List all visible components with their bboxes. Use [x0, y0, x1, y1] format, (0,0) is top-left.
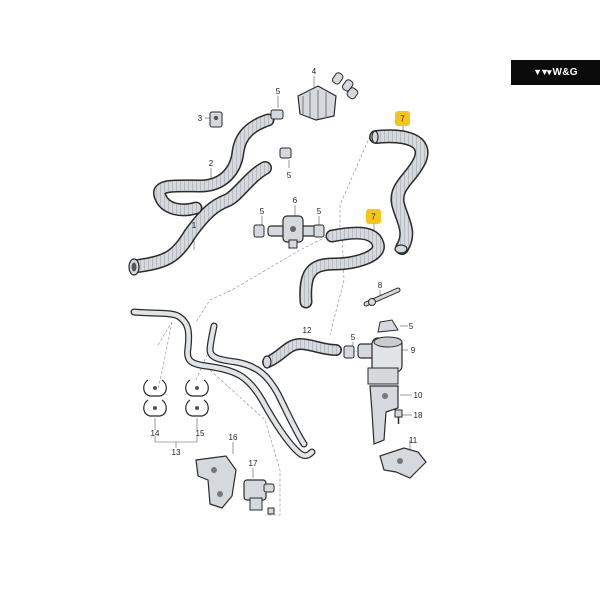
sensor-8 — [363, 287, 401, 307]
bracket-16 — [195, 455, 237, 509]
clamp-5-top — [270, 109, 284, 120]
cap-5-right — [377, 319, 399, 333]
bracket-11 — [379, 447, 427, 479]
callout-7-lower: 7 — [371, 213, 376, 222]
bracket-10 — [369, 385, 399, 445]
highlight-7-lower — [366, 209, 381, 224]
callout-14: 14 — [151, 429, 160, 438]
hose-2 — [153, 113, 275, 217]
reference-lines — [157, 135, 389, 516]
callout-9: 9 — [411, 346, 416, 355]
callout-5-mid: 5 — [287, 171, 292, 180]
pump-9 — [343, 336, 403, 385]
callout-17: 17 — [249, 459, 258, 468]
callout-5-left: 5 — [260, 207, 265, 216]
bolt-18 — [394, 409, 403, 424]
brand-logo-icon: ▼▼▾ — [533, 67, 551, 77]
callout-13: 13 — [172, 448, 181, 457]
highlight-7-upper — [395, 111, 410, 126]
hose-1 — [128, 161, 272, 276]
callout-labels: 4 5 3 2 5 6 5 5 1 7 7 8 5 12 5 9 10 18 1… — [151, 67, 423, 468]
callout-5-right: 5 — [317, 207, 322, 216]
t-connector-6 — [253, 215, 325, 249]
hose-12 — [262, 338, 342, 369]
valve-17 — [243, 479, 275, 515]
callout-5-pump: 5 — [351, 333, 356, 342]
clip-15 — [185, 379, 209, 417]
callout-10: 10 — [414, 391, 423, 400]
hose-7-upper — [369, 129, 429, 255]
callout-5-cap: 5 — [409, 322, 414, 331]
callout-12: 12 — [303, 326, 312, 335]
callout-16: 16 — [229, 433, 238, 442]
brand-badge: ▼▼▾ W&G — [511, 60, 600, 85]
callout-18: 18 — [414, 411, 423, 420]
connector-4 — [297, 72, 359, 121]
callout-15: 15 — [196, 429, 205, 438]
brand-name: W&G — [552, 67, 578, 78]
clip-3 — [209, 111, 223, 128]
callout-3: 3 — [198, 114, 203, 123]
clip-14 — [143, 379, 167, 417]
callout-4: 4 — [312, 67, 317, 76]
callout-7-upper: 7 — [400, 115, 405, 124]
callout-1: 1 — [192, 221, 197, 230]
clamp-5-mid — [279, 147, 292, 159]
callout-6: 6 — [293, 196, 298, 205]
callout-2: 2 — [209, 159, 214, 168]
callout-5-top: 5 — [276, 87, 281, 96]
callout-11: 11 — [409, 436, 418, 445]
callout-8: 8 — [378, 281, 383, 290]
hose-7-lower — [299, 226, 385, 309]
pipe-lines — [130, 308, 316, 460]
